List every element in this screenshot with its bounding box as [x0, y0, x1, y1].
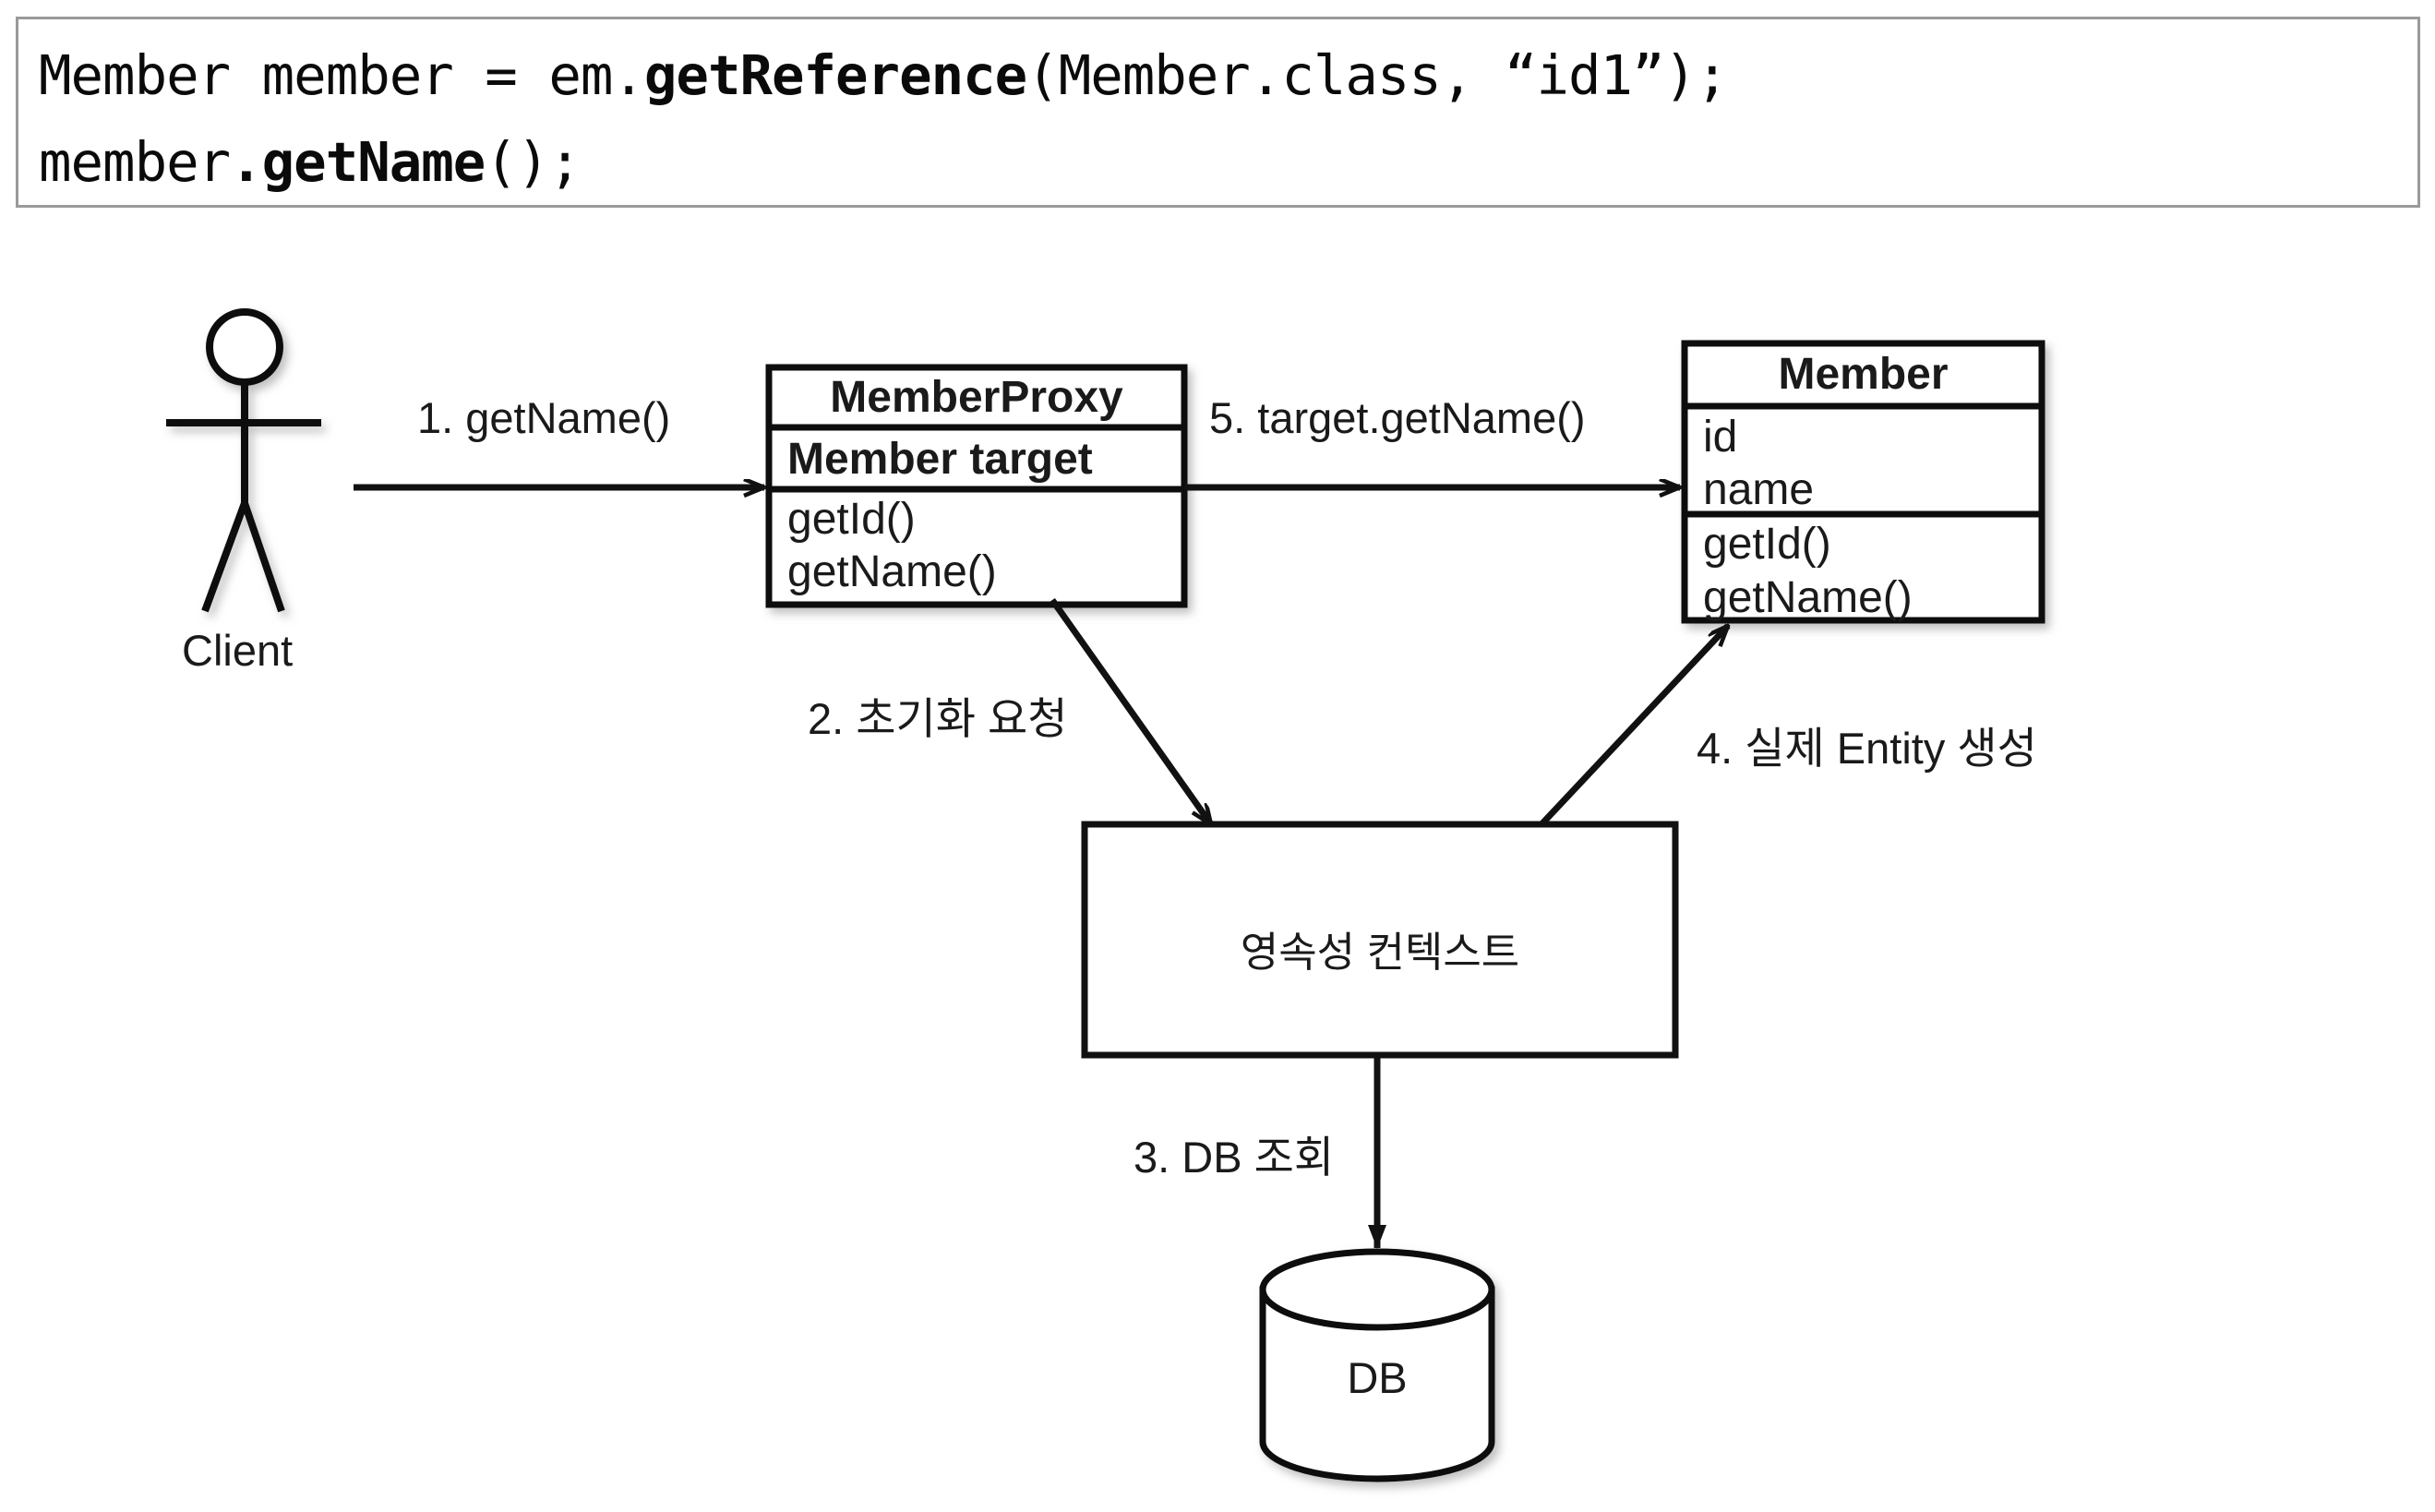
member-attribute-0: id — [1703, 413, 1738, 462]
actor-label: Client — [182, 626, 294, 675]
database-label: DB — [1347, 1353, 1408, 1402]
code-line-2-prefix: member — [39, 130, 231, 194]
persistence-context-label: 영속성 컨텍스트 — [1240, 929, 1520, 976]
code-line-2-suffix: (); — [485, 130, 582, 194]
memberproxy-attribute-0: Member target — [787, 435, 1093, 484]
flow-label-3: 3. DB 조회 — [1134, 1133, 1335, 1182]
code-line-1: Member member = em.getReference(Member.c… — [39, 32, 2397, 119]
memberproxy-method-0: getId() — [787, 495, 916, 544]
code-line-2-method: .getName — [230, 130, 486, 194]
flow-arrow-2 — [1050, 597, 1211, 824]
stick-figure-actor-icon — [166, 308, 321, 613]
flow-label-1: 1. getName() — [417, 393, 671, 442]
flow-label-5: 5. target.getName() — [1209, 393, 1586, 442]
code-line-1-suffix: (Member.class, “id1”); — [1026, 43, 1728, 107]
memberproxy-method-1: getName() — [787, 547, 997, 596]
flow-label-2: 2. 초기화 요청 — [808, 694, 1068, 743]
member-method-0: getId() — [1703, 520, 1831, 569]
code-line-1-prefix: Member member = em. — [39, 43, 645, 107]
flow-label-4: 4. 실제 Entity 생성 — [1697, 724, 2037, 773]
memberproxy-title: MemberProxy — [830, 373, 1123, 422]
member-attribute-1: name — [1703, 465, 1815, 514]
member-method-1: getName() — [1703, 573, 1913, 622]
code-line-2: member.getName(); — [39, 119, 2397, 206]
member-title: Member — [1778, 350, 1949, 399]
code-line-1-method: getReference — [643, 43, 1027, 107]
code-snippet-block: Member member = em.getReference(Member.c… — [16, 17, 2420, 208]
